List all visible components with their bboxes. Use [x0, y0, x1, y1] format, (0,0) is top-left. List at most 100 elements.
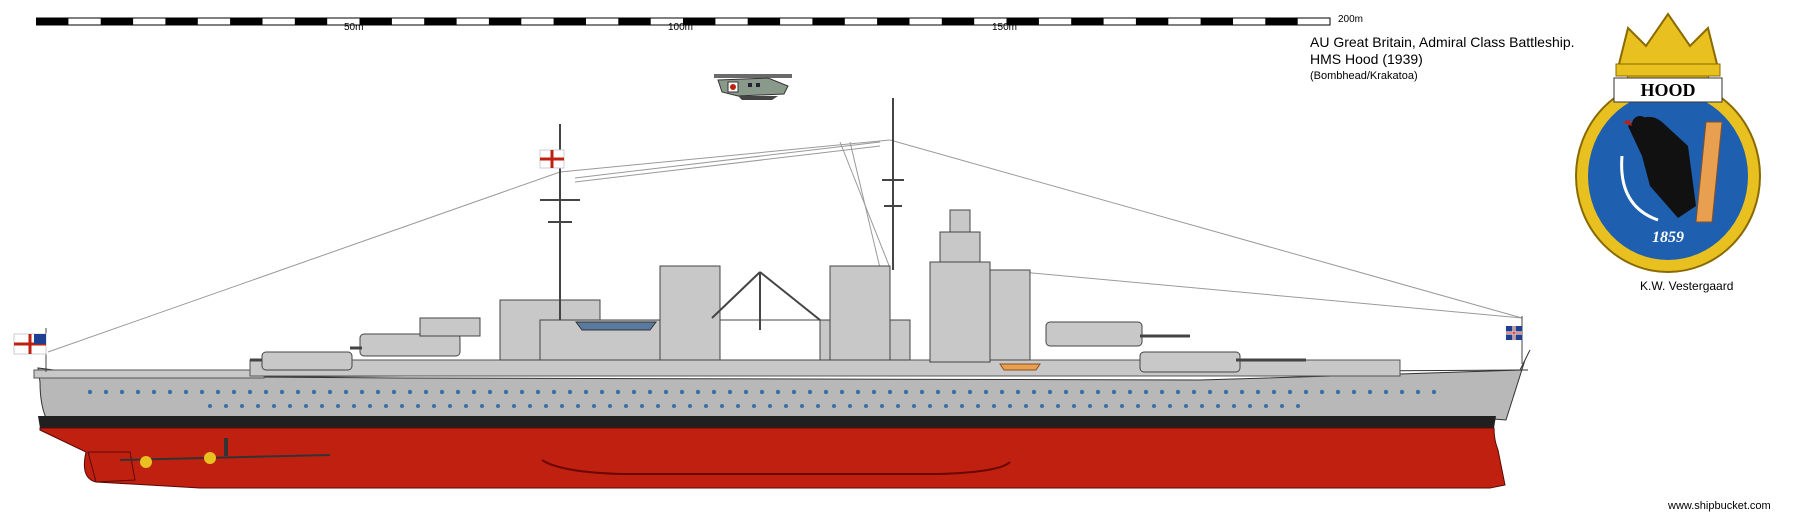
porthole — [1079, 389, 1085, 395]
porthole — [512, 404, 516, 408]
aft-turrets — [250, 317, 481, 371]
porthole — [103, 389, 109, 395]
porthole — [720, 404, 724, 408]
porthole — [480, 404, 484, 408]
scale-segment — [618, 18, 651, 25]
porthole — [183, 389, 189, 395]
porthole — [1296, 404, 1300, 408]
porthole — [311, 389, 317, 395]
ship-info: AU Great Britain, Admiral Class Battlesh… — [1310, 34, 1575, 84]
porthole — [1056, 404, 1060, 408]
porthole — [1335, 389, 1341, 395]
porthole — [832, 404, 836, 408]
porthole — [288, 404, 292, 408]
crown-icon — [1615, 12, 1721, 77]
porthole — [1399, 389, 1405, 395]
porthole — [1168, 404, 1172, 408]
porthole — [1111, 389, 1117, 395]
porthole — [679, 389, 685, 395]
porthole — [784, 404, 788, 408]
porthole — [624, 404, 628, 408]
porthole — [263, 389, 269, 395]
porthole — [951, 389, 957, 395]
porthole — [695, 389, 701, 395]
porthole — [1415, 389, 1421, 395]
porthole — [1264, 404, 1268, 408]
porthole — [839, 389, 845, 395]
porthole — [775, 389, 781, 395]
porthole — [743, 389, 749, 395]
porthole — [656, 404, 660, 408]
red-ensign-flag — [13, 328, 47, 372]
porthole — [416, 404, 420, 408]
union-jack-flag — [1506, 316, 1523, 364]
hull-antifouling — [39, 427, 1506, 489]
porthole — [279, 389, 285, 395]
scale-segment — [424, 18, 457, 25]
forward-turrets — [1045, 321, 1306, 373]
superstructure — [499, 209, 1031, 363]
porthole — [663, 389, 669, 395]
porthole — [151, 389, 157, 395]
porthole — [391, 389, 397, 395]
scale-segment — [877, 18, 910, 25]
porthole — [599, 389, 605, 395]
porthole — [215, 389, 221, 395]
porthole — [1159, 389, 1165, 395]
porthole — [727, 389, 733, 395]
hull-boot-top — [38, 416, 1496, 428]
porthole — [432, 404, 436, 408]
porthole — [256, 404, 260, 408]
porthole — [519, 389, 525, 395]
porthole — [551, 389, 557, 395]
porthole — [1271, 389, 1277, 395]
porthole — [1248, 404, 1252, 408]
porthole — [903, 389, 909, 395]
fore-funnel — [829, 265, 891, 361]
badge-name: HOOD — [1640, 80, 1695, 100]
porthole — [759, 389, 765, 395]
porthole — [880, 404, 884, 408]
porthole — [736, 404, 740, 408]
porthole — [768, 404, 772, 408]
porthole — [135, 389, 141, 395]
scale-segment — [294, 18, 328, 25]
porthole — [407, 389, 413, 395]
ship-credits: (Bombhead/Krakatoa) — [1310, 70, 1418, 82]
porthole — [896, 404, 900, 408]
porthole — [359, 389, 365, 395]
porthole — [615, 389, 621, 395]
porthole — [368, 404, 372, 408]
scale-segment — [1265, 18, 1298, 25]
porthole — [464, 404, 468, 408]
porthole — [631, 389, 637, 395]
porthole — [800, 404, 804, 408]
porthole — [967, 389, 973, 395]
porthole — [1143, 389, 1149, 395]
porthole — [864, 404, 868, 408]
porthole — [1200, 404, 1204, 408]
porthole — [455, 389, 461, 395]
porthole — [944, 404, 948, 408]
porthole — [887, 389, 893, 395]
scale-segment — [747, 18, 781, 25]
boats — [575, 321, 1041, 371]
bilge-keel — [541, 459, 1011, 475]
porthole — [711, 389, 717, 395]
ship-class-title: AU Great Britain, Admiral Class Battlesh… — [1310, 34, 1575, 50]
ship-crest-badge: HOOD 1859 — [1575, 12, 1761, 273]
porthole — [503, 389, 509, 395]
scale-segment — [1200, 18, 1233, 25]
porthole — [848, 404, 852, 408]
porthole — [1072, 404, 1076, 408]
porthole — [423, 389, 429, 395]
scale-segment — [100, 18, 134, 25]
porthole — [583, 389, 589, 395]
porthole — [1008, 404, 1012, 408]
porthole — [1367, 389, 1373, 395]
scale-segment — [359, 18, 392, 25]
porthole — [1255, 389, 1261, 395]
porthole — [208, 404, 212, 408]
scale-segment — [36, 18, 69, 25]
porthole — [240, 404, 244, 408]
